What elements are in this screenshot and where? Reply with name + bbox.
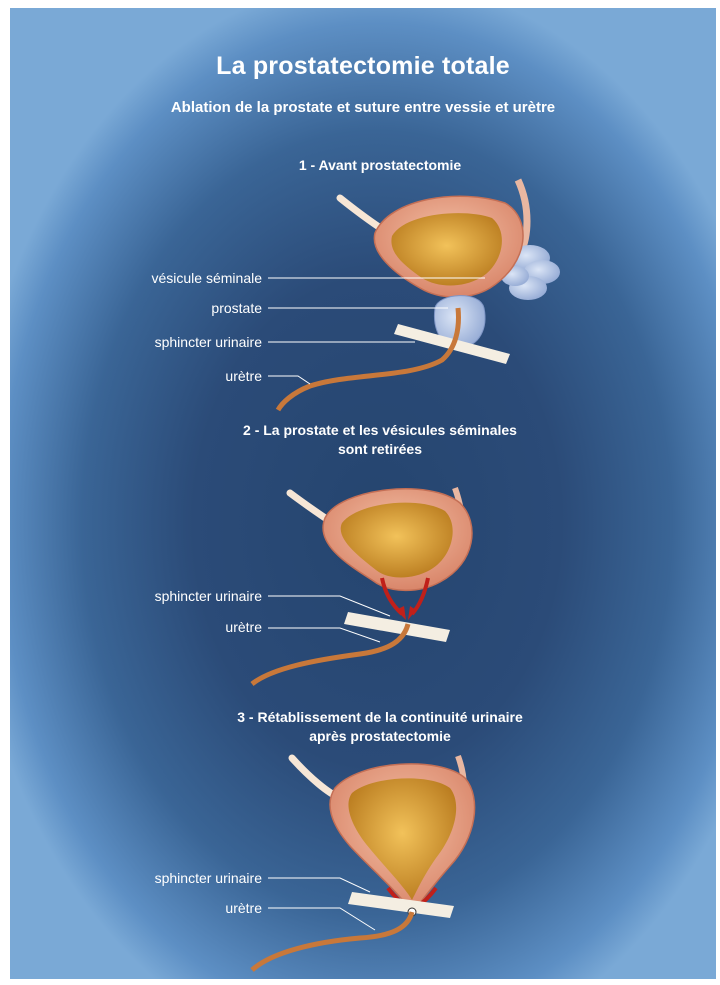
label-sphincter-urinaire-3: sphincter urinaire (12, 870, 262, 886)
label-uretre-2: urètre (12, 619, 262, 635)
panel-2-heading-line-1: 2 - La prostate et les vésicules séminal… (10, 421, 716, 440)
urethra-1 (278, 308, 458, 410)
main-title: La prostatectomie totale (10, 52, 716, 81)
panel-1-illustration (278, 180, 560, 410)
anatomy-illustration (10, 8, 716, 979)
panel-1-heading-line-1: 1 - Avant prostatectomie (10, 156, 716, 175)
label-uretre-3: urètre (12, 900, 262, 916)
bladder-lumen-3 (348, 778, 456, 900)
panel-3-heading: 3 - Rétablissement de la continuité urin… (10, 708, 716, 746)
diagram-frame: La prostatectomie totale Ablation de la … (10, 8, 716, 979)
label-sphincter-urinaire-1: sphincter urinaire (12, 334, 262, 350)
panel-3-heading-line-1: 3 - Rétablissement de la continuité urin… (10, 708, 716, 727)
urethra-3 (252, 912, 412, 970)
label-uretre-1: urètre (12, 368, 262, 384)
panel-2-heading: 2 - La prostate et les vésicules séminal… (10, 421, 716, 459)
label-vesicule-seminale: vésicule séminale (12, 270, 262, 286)
panel-2-illustration (252, 488, 472, 684)
main-subtitle: Ablation de la prostate et suture entre … (10, 99, 716, 116)
label-prostate: prostate (12, 300, 262, 316)
panel-3-heading-line-2: après prostatectomie (10, 727, 716, 746)
sphincter-2 (344, 612, 450, 642)
panel-3-illustration (252, 756, 475, 970)
urethra-2 (252, 624, 408, 684)
label-sphincter-urinaire-2: sphincter urinaire (12, 588, 262, 604)
panel-1-heading: 1 - Avant prostatectomie (10, 156, 716, 175)
panel-2-heading-line-2: sont retirées (10, 440, 716, 459)
